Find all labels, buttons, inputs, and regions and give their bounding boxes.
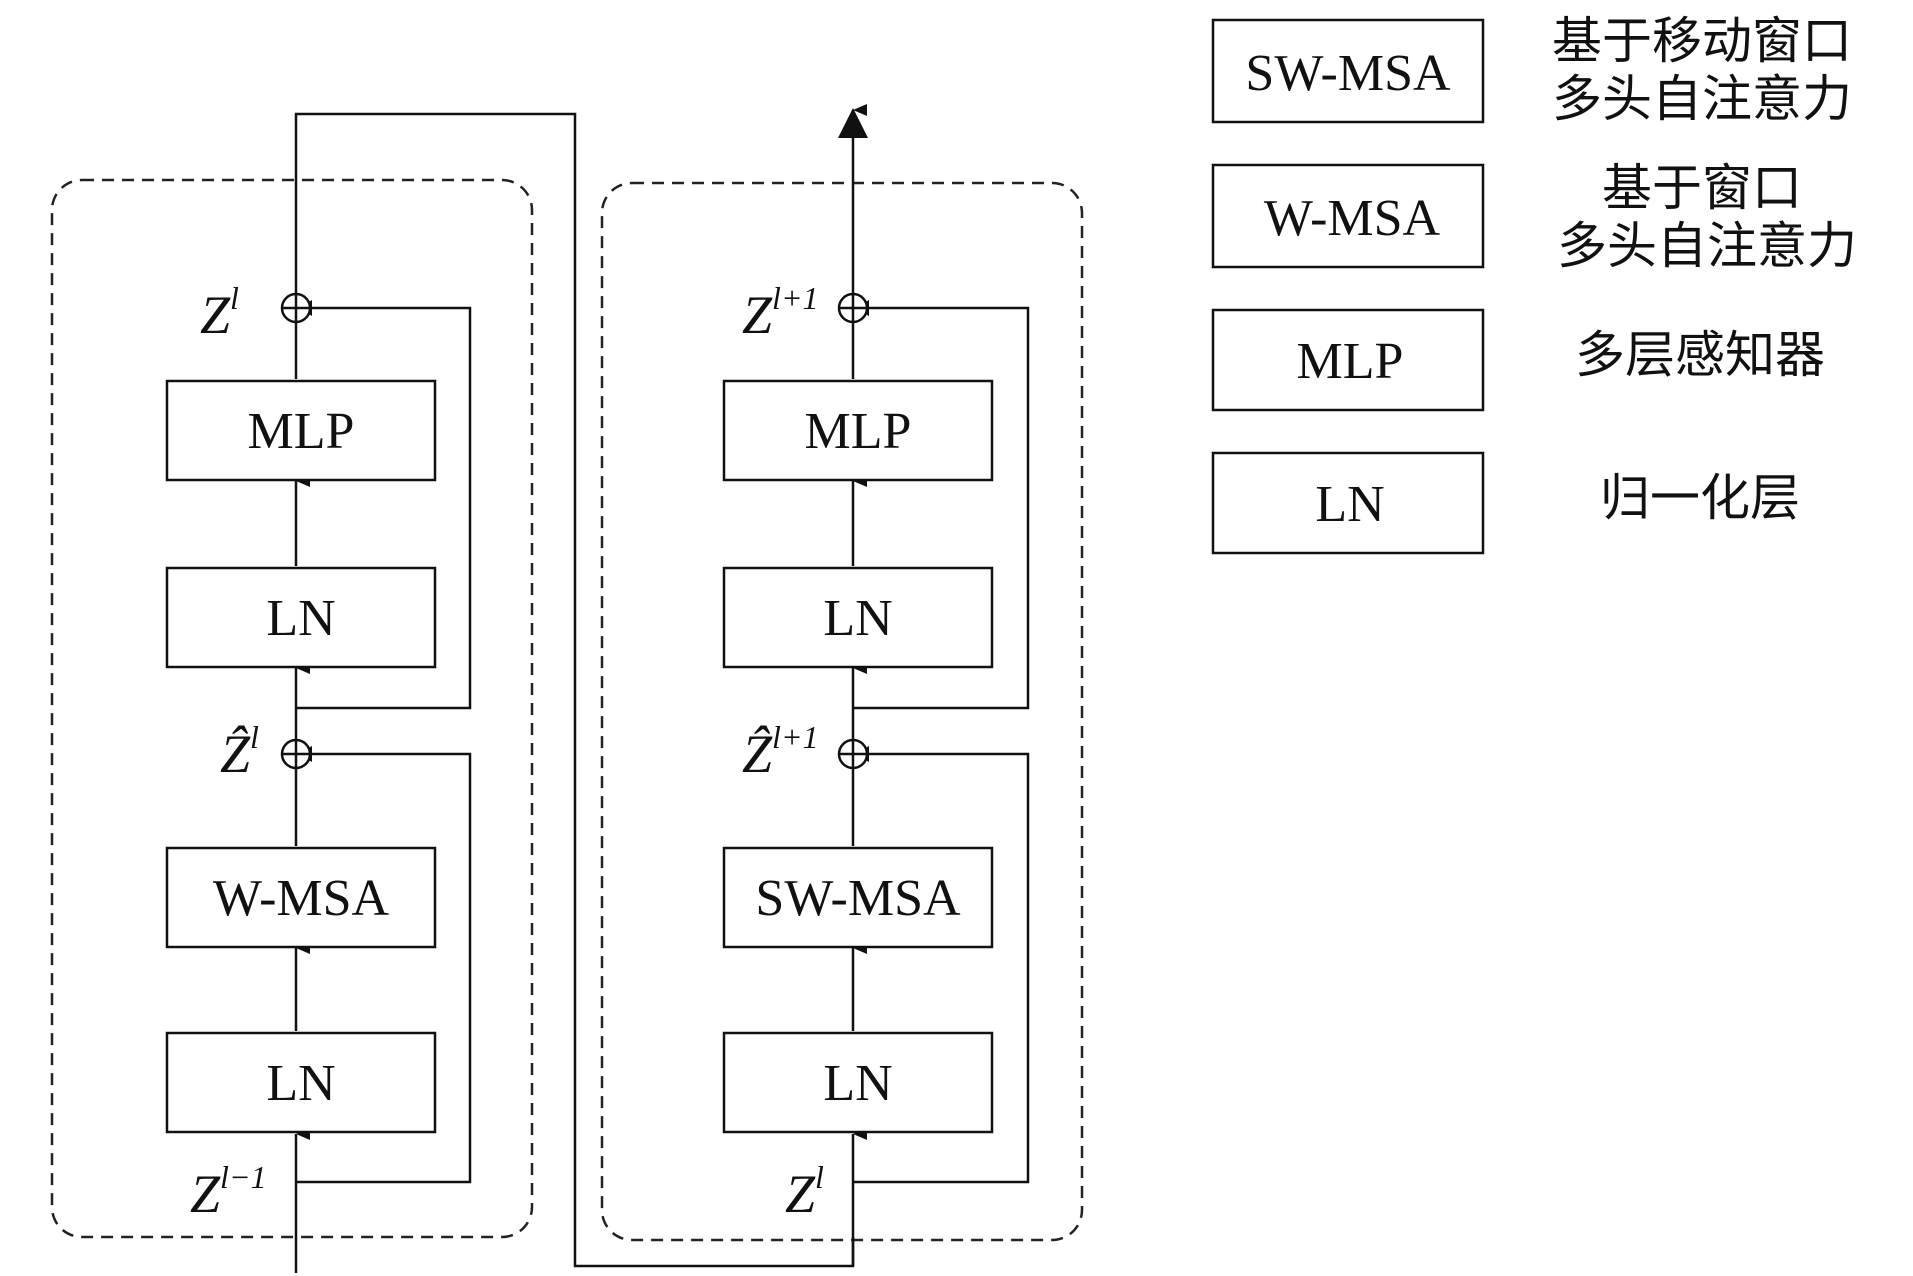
block2-box-ln-input: LN: [722, 1031, 994, 1134]
box-label: W-MSA: [213, 870, 390, 927]
block2-box-swmsa: SW-MSA: [722, 846, 994, 949]
box-label: LN: [266, 590, 335, 647]
block1-container: [50, 178, 534, 1239]
block1-box-mlp: MLP: [165, 379, 437, 482]
block2-box-ln-mid: LN: [722, 566, 994, 669]
legend-abbr: SW-MSA: [1245, 45, 1451, 102]
circle-plus-icon: [280, 292, 312, 324]
legend-item-wmsa: W-MSA 基于窗口 多头自注意力: [1211, 159, 1857, 275]
circle-plus-icon: [837, 738, 869, 770]
box-label: MLP: [805, 403, 912, 460]
legend-desc: 多头自注意力: [1552, 70, 1852, 128]
legend: SW-MSA 基于移动窗口 多头自注意力 W-MSA 基于窗口 多头自注意力 M…: [1211, 12, 1857, 555]
block2-container: [600, 181, 1084, 1242]
block1-box-wmsa: W-MSA: [165, 846, 437, 949]
legend-abbr: W-MSA: [1264, 190, 1441, 247]
legend-item-ln: LN 归一化层: [1211, 451, 1800, 555]
box-label: LN: [823, 590, 892, 647]
circle-plus-icon: [837, 292, 869, 324]
circle-plus-icon: [280, 738, 312, 770]
legend-abbr: MLP: [1297, 333, 1404, 390]
box-label: LN: [823, 1055, 892, 1112]
block2-skip-2: [853, 306, 1030, 710]
legend-item-swmsa: SW-MSA 基于移动窗口 多头自注意力: [1211, 12, 1852, 128]
block1-skip-1: [296, 752, 472, 1184]
block2-mid-label: Ẑl+1: [742, 719, 819, 784]
block2-box-mlp: MLP: [722, 379, 994, 482]
block1-output-label: Zl: [200, 280, 239, 345]
legend-desc: 基于窗口: [1602, 159, 1802, 217]
block2-input-label: Zl: [785, 1159, 824, 1224]
legend-desc: 归一化层: [1600, 469, 1800, 527]
legend-item-mlp: MLP 多层感知器: [1211, 308, 1825, 412]
legend-desc: 多层感知器: [1575, 326, 1825, 384]
block1-input-label: Zl−1: [190, 1159, 267, 1224]
box-label: LN: [266, 1055, 335, 1112]
block2-output-arrow: [838, 108, 868, 138]
legend-abbr: LN: [1315, 476, 1384, 533]
block1-mid-label: Ẑl: [220, 719, 259, 784]
block1-box-ln-mid: LN: [165, 566, 437, 669]
block2-skip-1: [853, 752, 1030, 1184]
box-label: MLP: [248, 403, 355, 460]
legend-desc: 多头自注意力: [1557, 217, 1857, 275]
block1-skip-2: [296, 306, 472, 710]
legend-desc: 基于移动窗口: [1552, 12, 1852, 70]
block2-output-label: Zl+1: [742, 280, 819, 345]
box-label: SW-MSA: [755, 870, 961, 927]
block1-box-ln-input: LN: [165, 1031, 437, 1134]
